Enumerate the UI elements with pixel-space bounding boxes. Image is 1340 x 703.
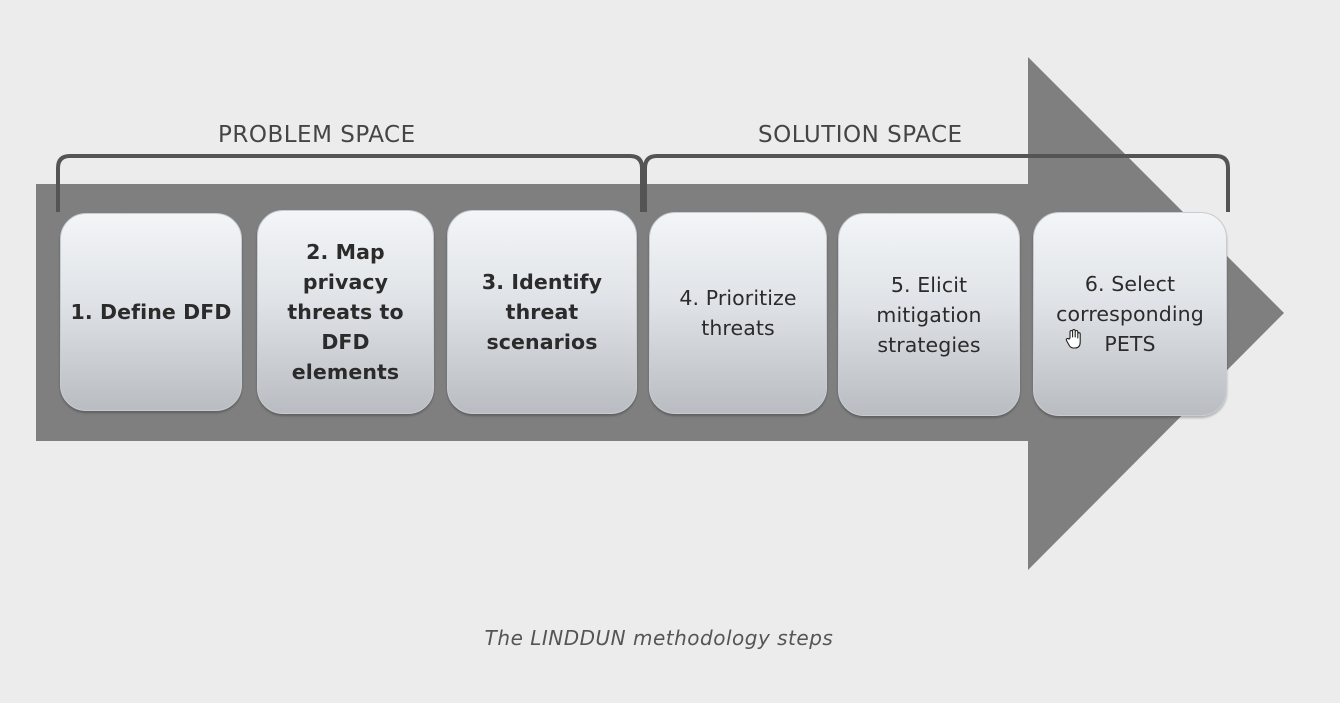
figure-caption: The LINDDUN methodology steps: [484, 626, 834, 650]
step-3-label: 3. Identify threat scenarios: [481, 270, 603, 354]
solution-space-bracket: [643, 154, 1230, 212]
solution-space-label: SOLUTION SPACE: [758, 122, 963, 148]
step-2-box: 2. Map privacy threats to DFD elements: [257, 210, 434, 414]
step-4-box: 4. Prioritize threats: [649, 212, 827, 414]
step-2-label: 2. Map privacy threats to DFD elements: [287, 240, 404, 384]
step-5-label: 5. Elicit mitigation strategies: [876, 272, 982, 357]
step-3-box: 3. Identify threat scenarios: [447, 210, 637, 414]
problem-space-bracket: [56, 154, 644, 212]
step-4-label: 4. Prioritize threats: [679, 286, 797, 340]
step-6-box: 6. Select corresponding PETS: [1033, 212, 1227, 416]
step-1-box: 1. Define DFD: [60, 213, 242, 411]
hand-cursor-icon: [1065, 328, 1081, 349]
step-6-label: 6. Select corresponding PETS: [1056, 272, 1204, 356]
step-5-box: 5. Elicit mitigation strategies: [838, 213, 1020, 416]
problem-space-label: PROBLEM SPACE: [218, 122, 416, 148]
step-1-label: 1. Define DFD: [70, 300, 232, 324]
